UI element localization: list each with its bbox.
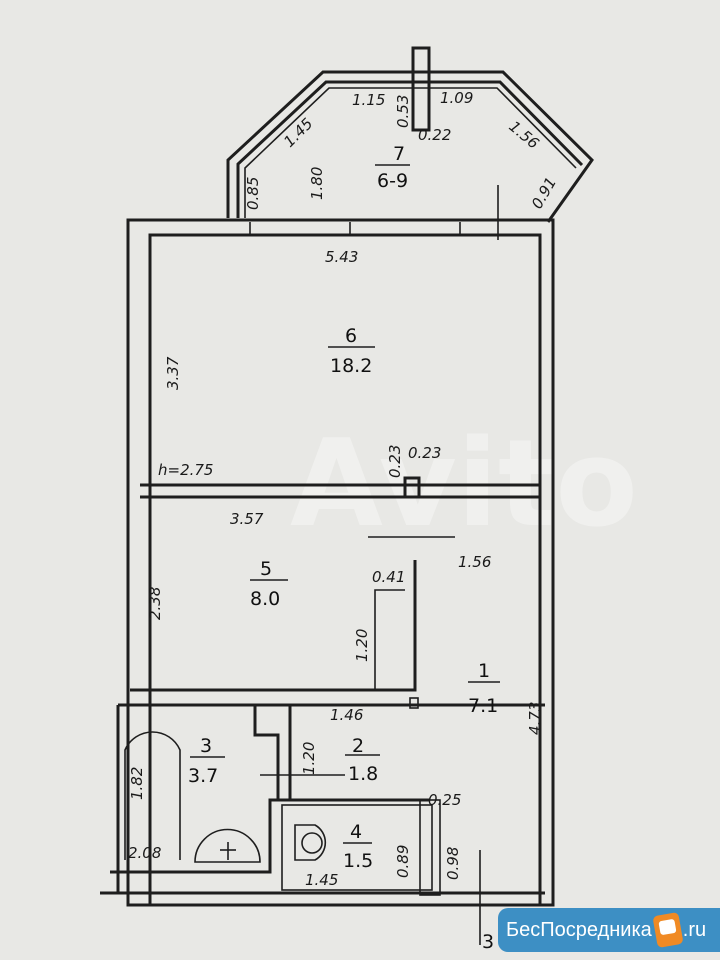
svg-text:5.43: 5.43: [325, 248, 358, 266]
svg-text:1.56: 1.56: [458, 553, 491, 571]
room-3-label: 3 3.7: [188, 735, 225, 787]
svg-text:1.8: 1.8: [348, 763, 378, 785]
svg-text:4.73: 4.73: [526, 702, 544, 735]
svg-text:1.82: 1.82: [128, 767, 146, 800]
svg-text:0.89: 0.89: [394, 845, 412, 878]
svg-text:1.5: 1.5: [343, 850, 373, 872]
svg-text:18.2: 18.2: [330, 355, 372, 377]
svg-text:1.20: 1.20: [353, 629, 371, 662]
room-7-label: 7 6-9: [375, 143, 410, 192]
svg-text:0.25: 0.25: [428, 791, 461, 809]
svg-text:0.98: 0.98: [444, 847, 462, 880]
svg-text:6: 6: [345, 325, 357, 347]
svg-text:0.41: 0.41: [372, 568, 405, 586]
svg-text:2.08: 2.08: [128, 844, 161, 862]
svg-text:1.45: 1.45: [305, 871, 338, 889]
svg-text:1.09: 1.09: [440, 89, 473, 107]
room-2-label: 2 1.8: [345, 735, 380, 785]
logo-mascot-icon: [652, 911, 684, 949]
svg-text:3.7: 3.7: [188, 765, 218, 787]
svg-text:0.85: 0.85: [244, 177, 262, 210]
svg-text:6-9: 6-9: [377, 170, 408, 192]
svg-text:1.20: 1.20: [300, 742, 318, 775]
svg-text:7.1: 7.1: [468, 695, 498, 717]
svg-text:1.15: 1.15: [352, 91, 385, 109]
svg-text:1: 1: [478, 660, 490, 682]
svg-text:3: 3: [200, 735, 212, 757]
svg-text:1.80: 1.80: [308, 167, 326, 200]
svg-text:2.38: 2.38: [146, 587, 164, 620]
logo-suffix: .ru: [682, 919, 707, 941]
svg-text:2: 2: [352, 735, 364, 757]
svg-text:3: 3: [482, 931, 494, 953]
room-4-label: 4 1.5: [343, 821, 373, 872]
apartment-walls: [100, 218, 555, 945]
svg-text:1.46: 1.46: [330, 706, 363, 724]
svg-text:8.0: 8.0: [250, 588, 280, 610]
balcony-walls: [226, 46, 594, 240]
svg-text:0.91: 0.91: [528, 174, 560, 212]
room-1-label: 1 7.1: [468, 660, 500, 717]
svg-text:1.56: 1.56: [505, 117, 542, 152]
svg-text:h=2.75: h=2.75: [158, 461, 213, 479]
svg-text:5: 5: [260, 558, 272, 580]
svg-text:3.57: 3.57: [230, 510, 264, 528]
svg-text:0.22: 0.22: [418, 126, 451, 144]
room-5-label: 5 8.0: [250, 558, 288, 610]
svg-text:3.37: 3.37: [164, 356, 182, 390]
svg-text:0.53: 0.53: [394, 95, 412, 128]
svg-text:0.23: 0.23: [408, 444, 441, 462]
svg-text:7: 7: [393, 143, 405, 165]
logo-text: БесПосредника: [506, 919, 652, 941]
svg-text:0.23: 0.23: [386, 445, 404, 478]
svg-text:4: 4: [350, 821, 362, 843]
bes-posrednika-logo: БесПосредника .ru: [498, 908, 720, 952]
room-6-label: 6 18.2: [328, 325, 375, 377]
